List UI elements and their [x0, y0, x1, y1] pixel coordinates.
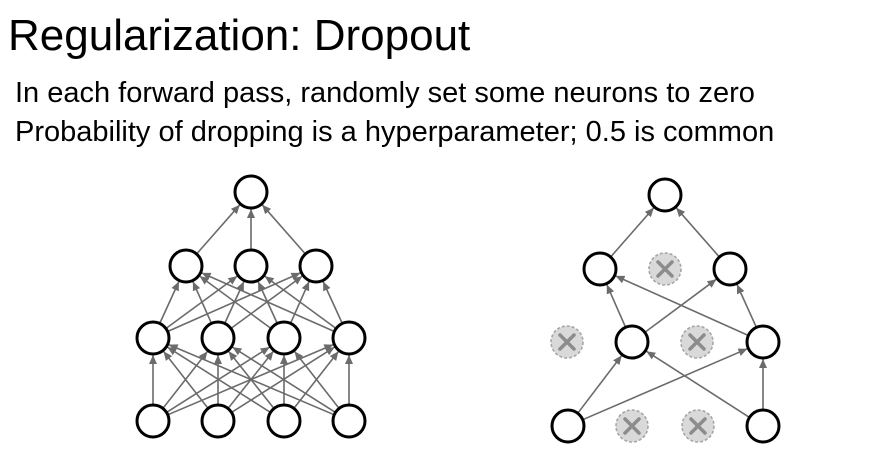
connection-arrow [577, 355, 623, 414]
neuron [331, 403, 367, 439]
neuron [582, 251, 618, 287]
connection-arrow [162, 350, 209, 409]
bullet-dropout-probability: Probability of dropping is a hyperparame… [15, 116, 775, 148]
cross-icon [689, 417, 707, 435]
connection-arrow [293, 350, 340, 409]
neuron [745, 324, 781, 360]
neuron [200, 320, 236, 356]
cross-icon [623, 417, 641, 435]
cross-icon [558, 333, 576, 351]
connection-arrow [192, 281, 213, 324]
connection-arrow [609, 207, 655, 258]
slide-title: Regularization: Dropout [8, 11, 471, 60]
connection-arrow [158, 281, 180, 324]
neuron [266, 320, 302, 356]
neuron [331, 320, 367, 356]
connection-arrow [261, 204, 307, 255]
connection-arrow [166, 346, 271, 414]
neuron [647, 177, 683, 213]
connection-arrow [606, 284, 627, 328]
connection-arrow [322, 281, 344, 324]
full-network [135, 174, 367, 439]
neuron [233, 248, 269, 284]
connection-arrow [645, 350, 750, 419]
connection-arrow [675, 207, 721, 258]
connection-arrow [168, 343, 335, 416]
neuron [614, 324, 650, 360]
connection-arrow [736, 284, 758, 328]
neuron [233, 174, 269, 210]
neuron [266, 403, 302, 439]
connection-arrow [264, 275, 337, 330]
connection-arrow [223, 281, 245, 324]
connection-arrow [231, 346, 336, 414]
neuron [745, 408, 781, 444]
neuron [298, 248, 334, 284]
neuron [135, 403, 171, 439]
neuron [712, 251, 748, 287]
cross-icon [688, 333, 706, 351]
cross-icon [656, 260, 674, 278]
neuron [200, 403, 236, 439]
dropout-network [550, 177, 781, 444]
neuron [550, 408, 586, 444]
connection-arrow [615, 275, 749, 337]
neuron [135, 320, 171, 356]
bullet-forward-pass: In each forward pass, randomly set some … [15, 77, 755, 109]
connection-arrow [582, 347, 748, 421]
neuron [168, 248, 204, 284]
connection-arrow [201, 272, 335, 333]
connection-arrow [195, 204, 241, 255]
connection-arrow [199, 275, 272, 330]
